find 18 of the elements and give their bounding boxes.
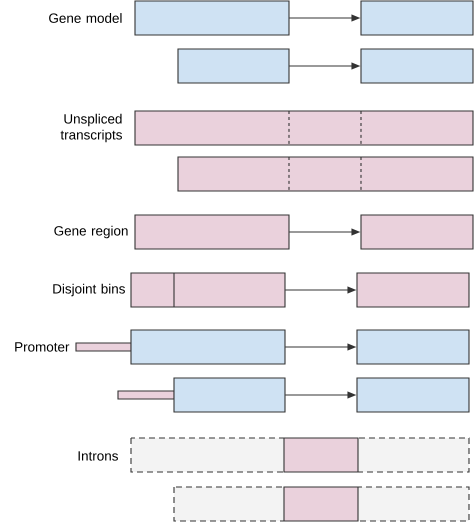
exon-box xyxy=(173,377,286,413)
exon-box xyxy=(356,329,470,365)
exon-box xyxy=(134,214,290,250)
exon-box xyxy=(360,214,474,250)
exon-box xyxy=(360,48,474,84)
row-label: Gene model xyxy=(49,13,122,23)
row-label: Promoter xyxy=(15,342,70,352)
row-label: Gene region xyxy=(54,226,128,238)
row-label: Introns xyxy=(78,451,118,461)
exon-box xyxy=(130,329,286,365)
exon-box xyxy=(356,272,470,308)
exon-box xyxy=(130,272,286,308)
row-label: Unspliced transcripts xyxy=(60,114,122,142)
exon-box xyxy=(134,0,290,36)
exon-box xyxy=(177,48,290,84)
exon-box xyxy=(356,377,470,413)
exon-box xyxy=(360,0,474,36)
row-label: Disjoint bins xyxy=(53,284,125,296)
